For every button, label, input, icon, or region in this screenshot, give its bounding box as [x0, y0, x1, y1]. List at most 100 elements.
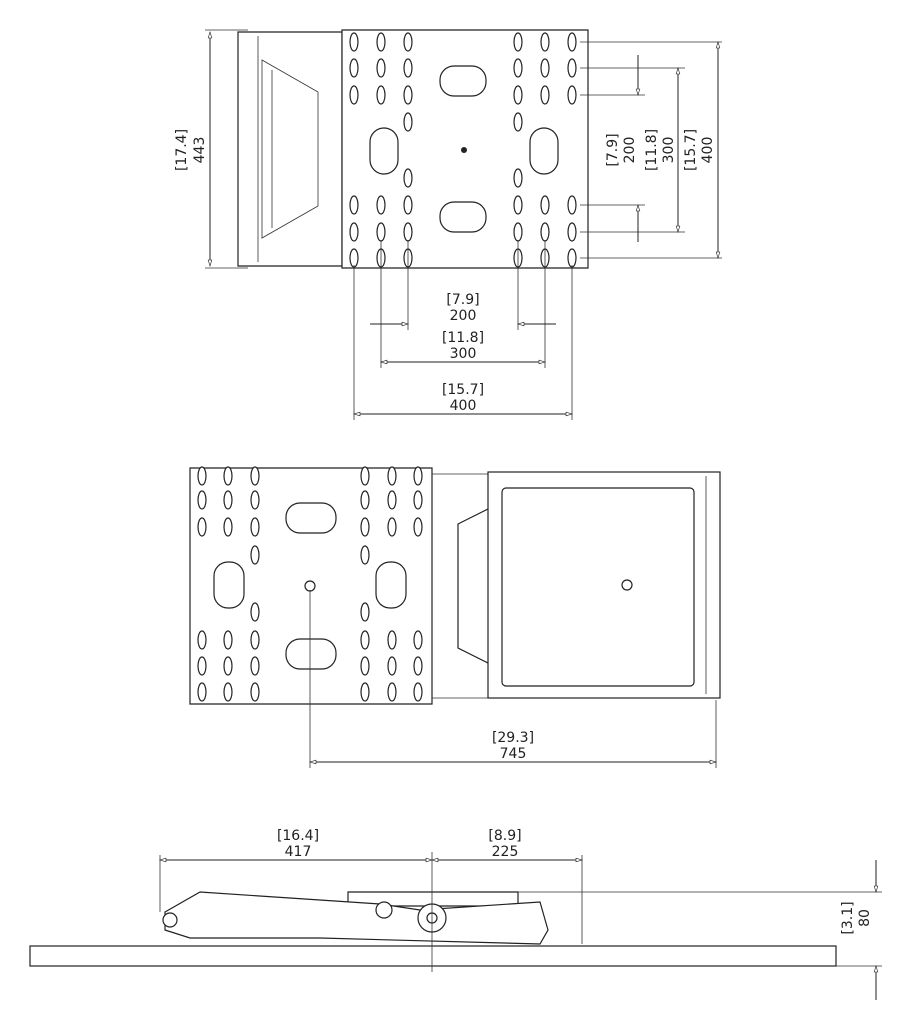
keyhole-slot	[360, 656, 370, 676]
keyhole-slot	[387, 656, 397, 676]
keyhole-slot	[223, 517, 233, 537]
keyhole-slot	[403, 85, 413, 105]
keyhole-slot	[376, 32, 386, 52]
keyhole-slot	[360, 602, 370, 622]
keyhole-slot	[349, 195, 359, 215]
keyhole-slot	[349, 32, 359, 52]
keyhole-slot	[513, 58, 523, 78]
keyhole-slot	[387, 630, 397, 650]
keyhole-slot	[376, 222, 386, 242]
dim-label-inch: [16.4]	[277, 828, 319, 844]
extended-bracket	[457, 507, 491, 665]
keyhole-slot	[403, 168, 413, 188]
keyhole-slot	[250, 545, 260, 565]
keyhole-slot	[376, 195, 386, 215]
keyhole-slot	[403, 222, 413, 242]
top-view: [17.4] 443 [7.9] 200 [11.8] 300 [15.7] 4…	[174, 29, 722, 420]
keyhole-slot	[403, 58, 413, 78]
keyhole-slot	[197, 466, 207, 486]
dim-label-mm: 80	[857, 909, 873, 927]
keyhole-slot	[540, 32, 550, 52]
keyhole-slot	[513, 112, 523, 132]
side-view: [16.4] 417 [8.9] 225 [3.1] 80	[29, 828, 882, 1000]
keyhole-slot	[360, 490, 370, 510]
keyhole-slot	[223, 466, 233, 486]
keyhole-slot	[403, 32, 413, 52]
keyhole-slot	[349, 248, 359, 268]
dim-label-inch: [7.9]	[446, 292, 479, 308]
dim-label-inch: [15.7]	[683, 129, 699, 171]
keyhole-slot	[250, 466, 260, 486]
keyhole-slot	[413, 466, 423, 486]
keyhole-slot	[413, 630, 423, 650]
keyhole-slot	[413, 682, 423, 702]
dim-label-inch: [3.1]	[840, 901, 856, 934]
keyhole-slot	[197, 682, 207, 702]
keyhole-slot	[197, 517, 207, 537]
top-oval-slot	[529, 127, 559, 175]
keyhole-slot	[387, 490, 397, 510]
keyhole-slot	[403, 112, 413, 132]
keyhole-slot	[413, 517, 423, 537]
keyhole-slot	[567, 222, 577, 242]
keyhole-slot	[223, 682, 233, 702]
keyhole-slot	[387, 466, 397, 486]
keyhole-slot	[250, 656, 260, 676]
keyhole-slot	[360, 630, 370, 650]
dim-label-inch: [8.9]	[488, 828, 521, 844]
dim-label-mm: 225	[492, 844, 519, 860]
dim-label-inch: [7.9]	[605, 133, 621, 166]
top-center-hole	[461, 147, 467, 153]
top-oval-slot	[439, 65, 487, 97]
keyhole-slot	[413, 490, 423, 510]
keyhole-slot	[360, 682, 370, 702]
keyhole-slot	[223, 630, 233, 650]
keyhole-slot	[250, 602, 260, 622]
keyhole-slot	[403, 195, 413, 215]
dim-label-mm: 745	[500, 746, 527, 762]
keyhole-slot	[250, 630, 260, 650]
keyhole-slot	[360, 517, 370, 537]
pivot-hole	[621, 579, 633, 591]
dim-label-inch: [11.8]	[644, 129, 660, 171]
dim-label-mm: 300	[450, 346, 477, 362]
keyhole-slot	[223, 656, 233, 676]
keyhole-slot	[387, 517, 397, 537]
top-bracket-arm	[237, 31, 343, 267]
keyhole-slot	[250, 490, 260, 510]
dim-label-mm: 400	[450, 398, 477, 414]
dim-label-mm: 200	[622, 137, 638, 164]
keyhole-slot	[360, 545, 370, 565]
keyhole-slot	[349, 222, 359, 242]
side-arm	[164, 891, 549, 945]
keyhole-slot	[567, 85, 577, 105]
keyhole-slot	[567, 195, 577, 215]
keyhole-slot	[540, 58, 550, 78]
keyhole-slot	[349, 58, 359, 78]
dim-label-mm: 417	[285, 844, 312, 860]
keyhole-slot	[376, 85, 386, 105]
keyhole-slot	[349, 85, 359, 105]
keyhole-slot	[513, 32, 523, 52]
keyhole-slot	[513, 222, 523, 242]
keyhole-slot	[540, 222, 550, 242]
keyhole-slot	[567, 248, 577, 268]
keyhole-slot	[513, 168, 523, 188]
dim-label-mm: 300	[661, 137, 677, 164]
keyhole-slot	[223, 490, 233, 510]
dim-label-mm: 400	[700, 137, 716, 164]
extended-arm-box	[501, 487, 695, 687]
dim-label-inch: [11.8]	[442, 330, 484, 346]
dim-label-inch: [29.3]	[492, 730, 534, 746]
dim-label-inch: [17.4]	[174, 129, 190, 171]
dim-label-inch: [15.7]	[442, 382, 484, 398]
top-oval-slot	[439, 201, 487, 233]
keyhole-slot	[413, 656, 423, 676]
keyhole-slot	[197, 630, 207, 650]
keyhole-slot	[197, 656, 207, 676]
keyhole-slot	[540, 195, 550, 215]
keyhole-slot	[376, 58, 386, 78]
dim-label-mm: 200	[450, 308, 477, 324]
dim-label-mm: 443	[192, 137, 208, 164]
